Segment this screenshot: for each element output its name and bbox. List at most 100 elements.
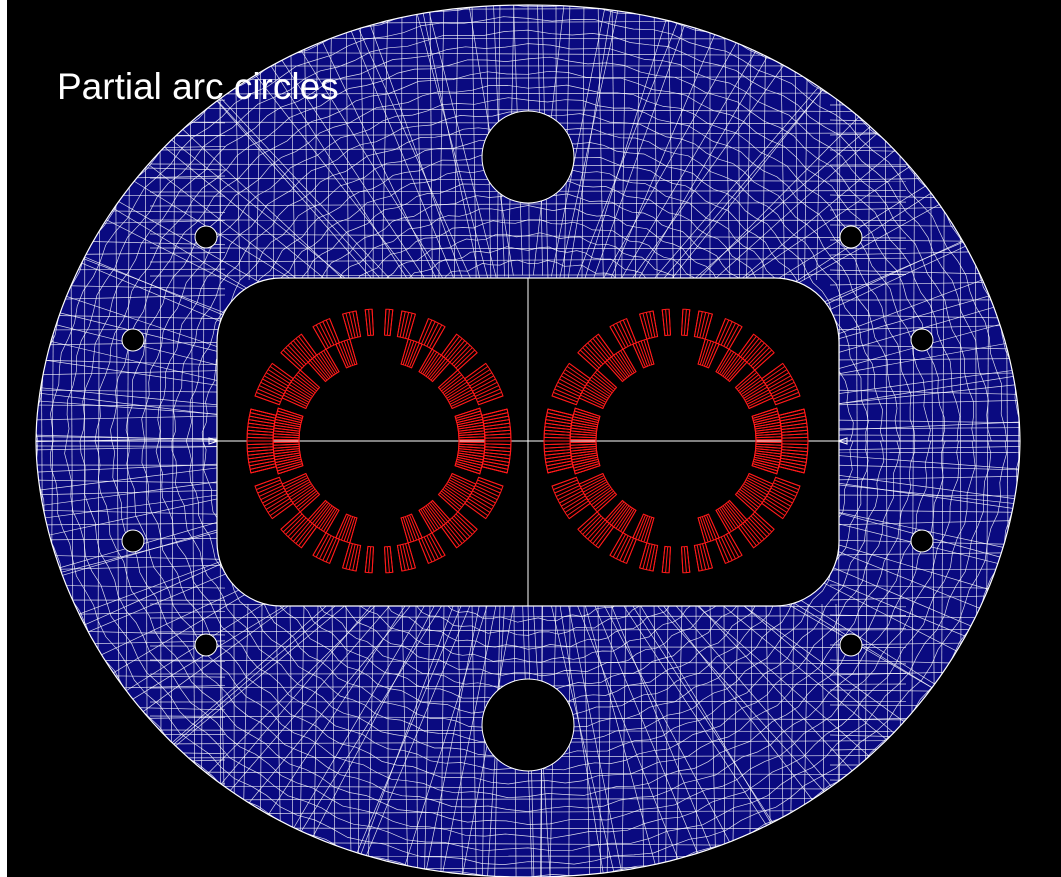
coil-strand (445, 381, 468, 397)
coil-block (715, 532, 743, 565)
coil-block (761, 476, 801, 520)
coil-strand (348, 312, 356, 338)
coil-strand (640, 516, 651, 542)
coil-strand (771, 385, 797, 397)
coil-block (396, 310, 417, 340)
coil-strand (294, 488, 316, 506)
coil-strand (482, 463, 509, 470)
coil-block (737, 511, 775, 549)
coil-strand (544, 426, 571, 430)
coil-strand (318, 506, 335, 529)
coil-strand (276, 461, 302, 469)
coil-strand (458, 448, 485, 452)
coil-strand (311, 502, 330, 524)
coil-strand (611, 504, 628, 526)
coil-strand (443, 335, 460, 358)
coil-strand (430, 501, 449, 522)
coil-strand (287, 517, 307, 538)
coil-strand (472, 378, 496, 392)
coil-strand (770, 381, 795, 395)
coil-strand (594, 492, 616, 510)
coil-block (609, 532, 637, 565)
coil-strand (423, 321, 436, 346)
coil-strand (753, 413, 779, 421)
coil-strand (402, 339, 412, 365)
coil-block (280, 511, 318, 549)
coil-block (638, 542, 659, 572)
coil-strand (466, 365, 489, 382)
coil-strand (562, 495, 586, 510)
coil-strand (297, 492, 319, 510)
coil-blocks (246, 308, 809, 574)
coil-block (341, 310, 362, 340)
coil-strand (750, 515, 770, 535)
coil-strand (257, 482, 282, 494)
coil-strand (343, 516, 354, 542)
coil-strand (703, 341, 715, 367)
coil-strand (723, 535, 736, 560)
coil-strand (287, 481, 311, 496)
coil-strand (683, 546, 687, 573)
coil-strand (764, 497, 788, 513)
coil-strand (273, 427, 300, 432)
coil-strand (781, 429, 808, 433)
coil-strand (277, 410, 303, 419)
coil-strand (451, 517, 471, 538)
coil-strand (273, 446, 300, 449)
mounting-hole (194, 633, 218, 657)
coil-strand (545, 419, 572, 425)
coil-strand (346, 339, 356, 365)
coil-strand (273, 433, 300, 436)
coil-strand (285, 479, 310, 493)
coil-strand (449, 342, 468, 363)
coil-block (312, 532, 340, 565)
coil-strand (248, 419, 275, 425)
coil-strand (273, 436, 300, 439)
coil-strand (645, 544, 653, 570)
coil-strand (717, 319, 730, 345)
coil-strand (318, 353, 335, 376)
coil-strand (554, 388, 579, 400)
coil-strand (323, 508, 338, 532)
coil-strand (292, 486, 315, 503)
coil-block (246, 408, 277, 474)
coil-strand (582, 515, 602, 535)
coil-strand (546, 412, 573, 419)
coil-strand (580, 394, 605, 407)
coil-strand (247, 429, 274, 433)
coil-strand (276, 413, 302, 421)
coil-strand (560, 375, 585, 390)
coil-strand (571, 421, 598, 428)
coil-strand (571, 424, 597, 430)
coil-strand (584, 517, 604, 538)
coil-strand (753, 461, 779, 469)
coil-strand (448, 389, 473, 403)
coil-strand (779, 412, 806, 419)
coil-strand (450, 394, 475, 407)
coil-strand (309, 501, 328, 522)
coil-strand (282, 513, 303, 533)
coil-strand (483, 454, 510, 460)
coil-strand (755, 427, 782, 432)
coil-strand (425, 354, 442, 377)
coil-strand (584, 344, 604, 365)
coil-strand (457, 456, 483, 464)
coil-strand (780, 419, 807, 425)
coil-strand (724, 504, 741, 526)
coil-strand (274, 424, 300, 430)
coil-strand (427, 504, 444, 526)
coil-strand (256, 479, 281, 491)
coil-strand (473, 381, 498, 395)
coil (246, 308, 512, 574)
coil-strand (247, 452, 274, 456)
coil-strand (752, 349, 773, 369)
coil-strand (457, 418, 483, 426)
large-hole (481, 678, 575, 772)
coil-strand (702, 313, 710, 339)
coil-strand (773, 482, 798, 494)
coil-strand (430, 360, 449, 381)
coil-strand (579, 349, 600, 369)
coil-strand (323, 350, 338, 374)
coil-strand (345, 543, 353, 569)
coil-strand (447, 340, 466, 361)
